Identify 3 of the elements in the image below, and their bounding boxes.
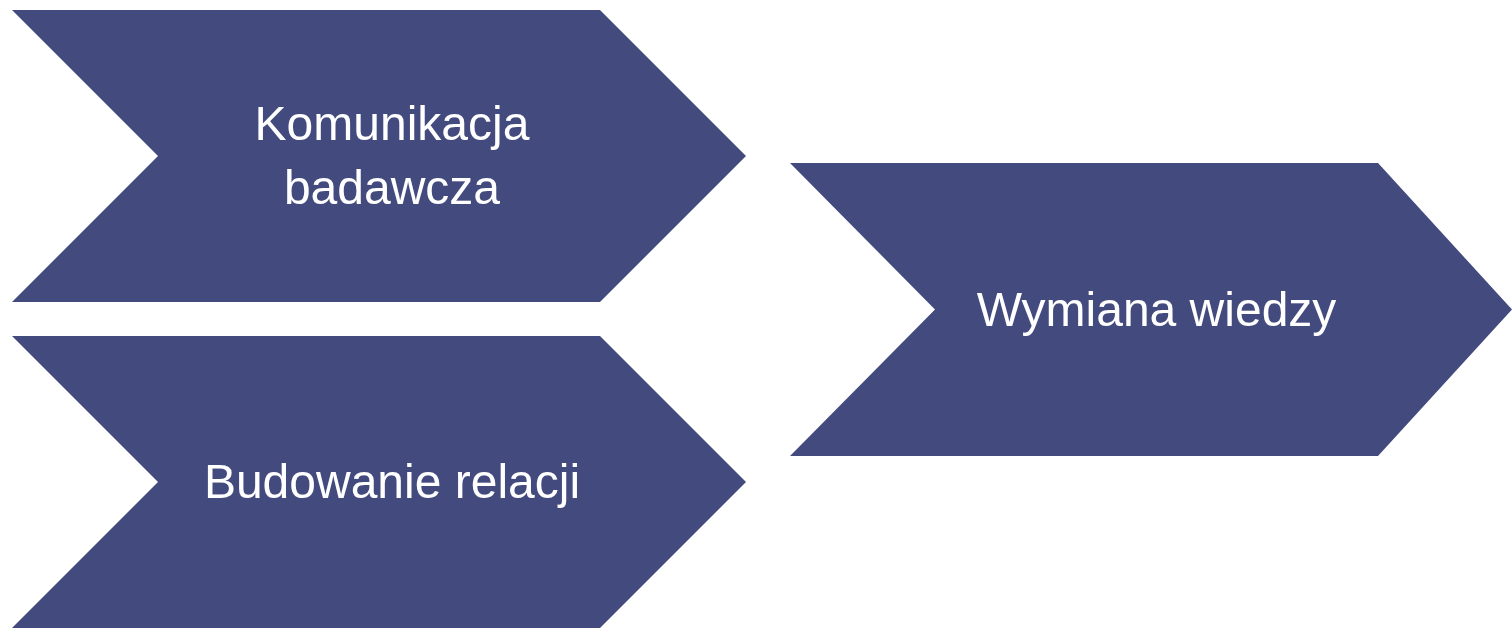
chevron-label: Wymiana wiedzy [976, 281, 1337, 338]
chevron-label: Budowanie relacji [203, 454, 581, 510]
chevron-label: Komunikacja badawcza [253, 96, 531, 216]
